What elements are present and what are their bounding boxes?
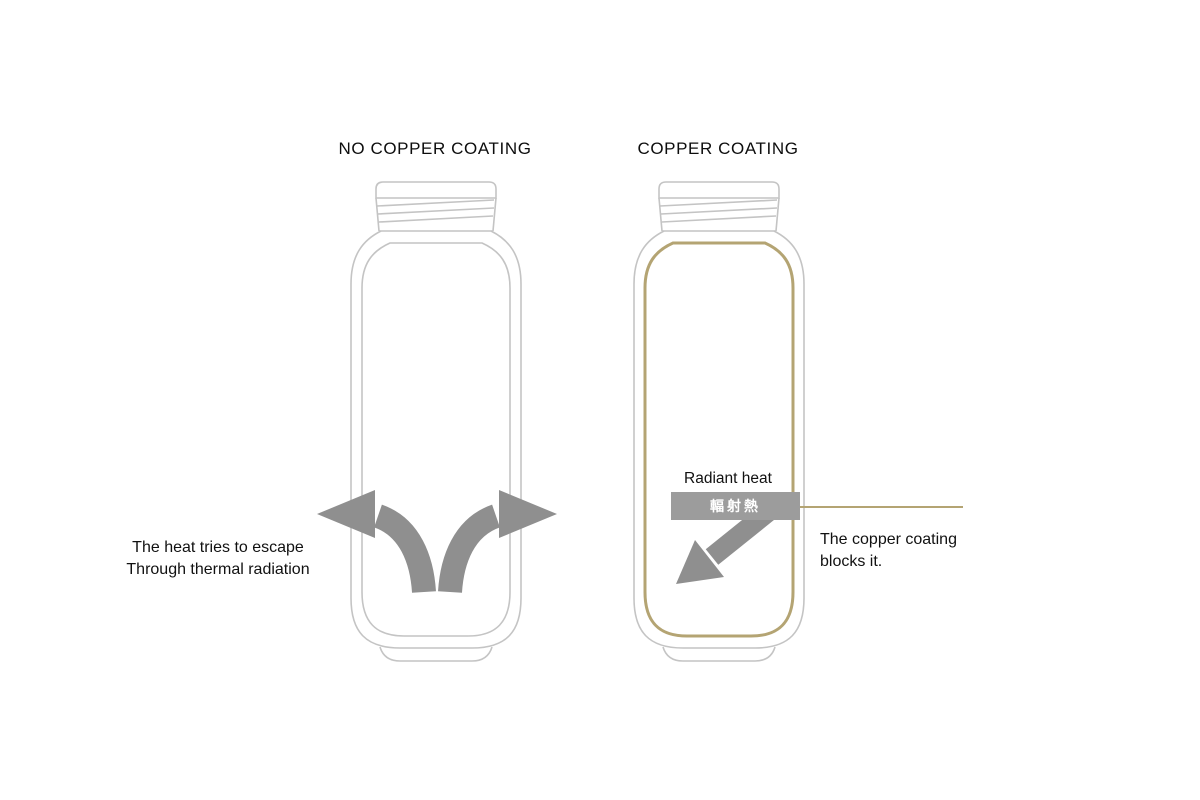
left-bottle-foot — [379, 646, 493, 662]
left-cap-thread-3 — [378, 215, 494, 223]
right-bottle-cap-lid — [658, 181, 780, 199]
left-bottle-outline — [350, 181, 522, 662]
left-caption-line2: Through thermal radiation — [126, 561, 310, 578]
heat-arrow-tails — [373, 504, 501, 594]
heat-arrow-left-tail — [373, 504, 436, 594]
heat-arrow-heads — [317, 490, 557, 538]
radiant-heat-label: Radiant heat — [684, 470, 772, 487]
left-cap-thread-1 — [376, 199, 495, 207]
right-caption: The copper coating blocks it. — [820, 529, 1020, 573]
heat-arrow-left-head — [317, 490, 375, 538]
copper-coating-line — [643, 241, 795, 638]
left-cap-thread-2 — [377, 207, 495, 215]
right-panel-title: COPPER COATING — [637, 139, 799, 158]
left-bottle-body — [350, 230, 522, 649]
left-caption: The heat tries to escape Through thermal… — [98, 537, 338, 581]
left-bottle-inner-wall — [361, 242, 511, 637]
left-caption-line1: The heat tries to escape — [132, 539, 304, 556]
heat-arrow-right-tail — [438, 504, 501, 594]
radiant-heat-box: 輻射熱 — [671, 492, 800, 520]
right-caption-line2: blocks it. — [820, 553, 883, 570]
blocked-heat-arrow-head — [676, 540, 724, 584]
heat-arrow-right-head — [499, 490, 557, 538]
right-caption-line1: The copper coating — [820, 531, 957, 548]
right-bottle-foot — [662, 646, 776, 662]
right-bottle-body — [633, 230, 805, 649]
left-bottle-cap-lid — [375, 181, 497, 199]
right-bottle-outline — [633, 181, 805, 662]
left-panel-title: NO COPPER COATING — [338, 139, 532, 158]
